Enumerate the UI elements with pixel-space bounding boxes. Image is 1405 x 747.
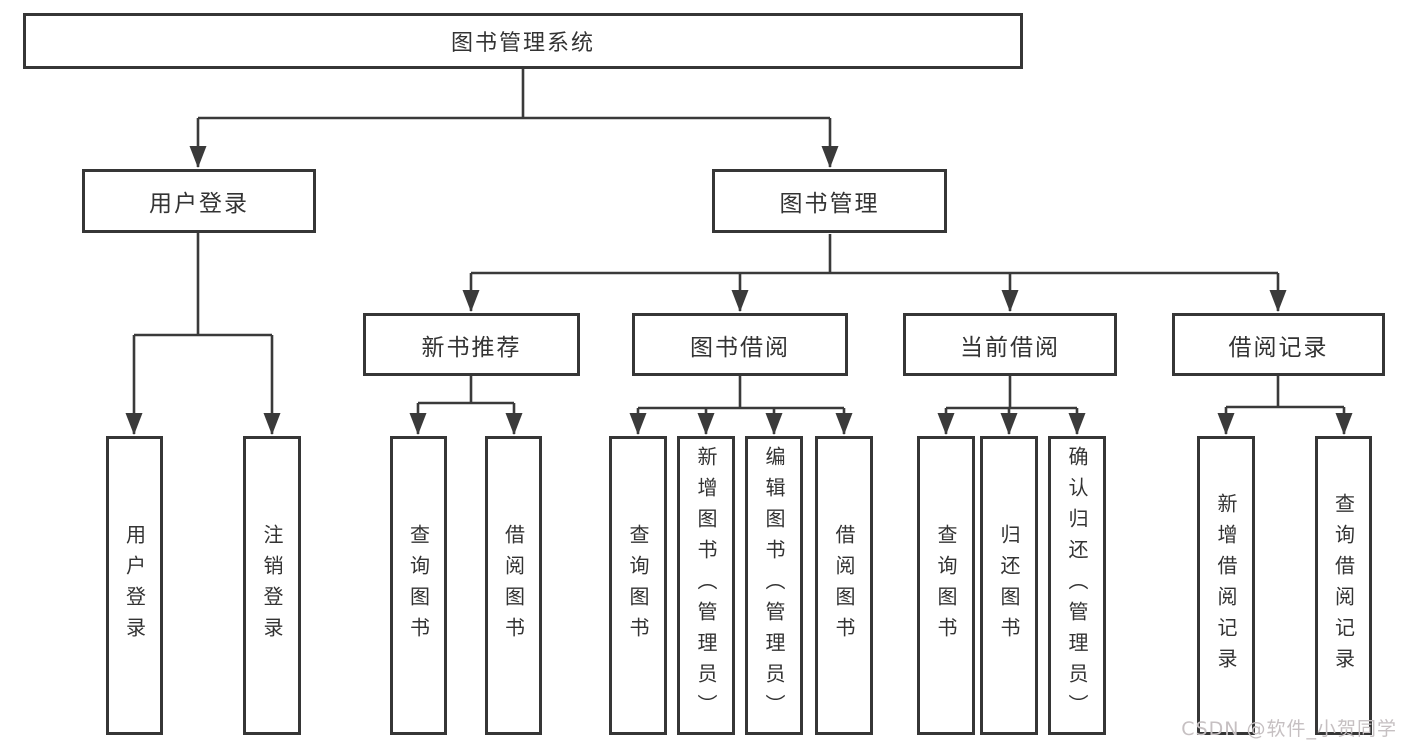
leaf-bb-query-books: 查询图书 bbox=[609, 436, 667, 735]
leaf-label: 借阅图书 bbox=[832, 523, 856, 648]
leaf-label: 确认归还（管理员） bbox=[1065, 446, 1089, 725]
leaf-logout: 注销登录 bbox=[243, 436, 301, 735]
leaf-label: 注销登录 bbox=[260, 523, 284, 648]
leaf-label: 查询图书 bbox=[626, 523, 650, 648]
leaf-label: 查询图书 bbox=[406, 523, 431, 648]
leaf-nbr-query-books: 查询图书 bbox=[390, 436, 447, 735]
leaf-br-add-borrow-record: 新增借阅记录 bbox=[1197, 436, 1255, 735]
leaf-label: 查询借阅记录 bbox=[1331, 492, 1356, 679]
node-new-book-recommendation: 新书推荐 bbox=[363, 313, 580, 376]
leaf-cb-confirm-return-admin: 确认归还（管理员） bbox=[1048, 436, 1106, 735]
node-library-system: 图书管理系统 bbox=[23, 13, 1023, 69]
node-user-login: 用户登录 bbox=[82, 169, 316, 233]
leaf-label: 归还图书 bbox=[997, 523, 1021, 648]
node-current-borrowing: 当前借阅 bbox=[903, 313, 1117, 376]
node-book-borrowing: 图书借阅 bbox=[632, 313, 848, 376]
leaf-cb-query-books: 查询图书 bbox=[917, 436, 975, 735]
leaf-bb-edit-books-admin: 编辑图书（管理员） bbox=[745, 436, 803, 735]
leaf-br-query-borrow-record: 查询借阅记录 bbox=[1315, 436, 1372, 735]
leaf-bb-add-books-admin: 新增图书（管理员） bbox=[677, 436, 735, 735]
node-borrowing-records: 借阅记录 bbox=[1172, 313, 1385, 376]
leaf-label: 新增借阅记录 bbox=[1214, 492, 1238, 679]
leaf-label: 编辑图书（管理员） bbox=[762, 446, 786, 725]
leaf-cb-return-books: 归还图书 bbox=[980, 436, 1038, 735]
leaf-bb-borrow-books: 借阅图书 bbox=[815, 436, 873, 735]
leaf-user-login: 用户登录 bbox=[106, 436, 163, 735]
leaf-nbr-borrow-books: 借阅图书 bbox=[485, 436, 542, 735]
leaf-label: 借阅图书 bbox=[501, 523, 526, 648]
leaf-label: 查询图书 bbox=[934, 523, 958, 648]
csdn-watermark: CSDN @软件_小贺同学 bbox=[1181, 718, 1397, 740]
leaf-label: 用户登录 bbox=[122, 523, 147, 648]
leaf-label: 新增图书（管理员） bbox=[694, 446, 718, 725]
node-book-management: 图书管理 bbox=[712, 169, 947, 233]
